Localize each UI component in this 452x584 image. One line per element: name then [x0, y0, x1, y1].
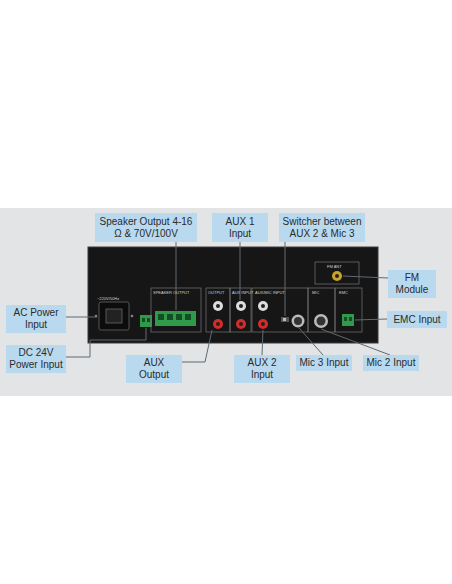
panel-label: AUX/MIC INPUT	[255, 290, 285, 295]
callout-box: DC 24V Power Input	[6, 345, 66, 373]
callout-text: Switcher between AUX 2 & Mic 3	[282, 216, 362, 240]
callout-text: AUX Output	[129, 357, 179, 381]
callout-box: Switcher between AUX 2 & Mic 3	[279, 213, 365, 242]
callout-box: FM Module	[388, 270, 436, 298]
callout-box: Mic 2 Input	[363, 355, 419, 371]
callout-text: AC Power Input	[9, 307, 63, 331]
callout-text: AUX 2 Input	[237, 357, 287, 381]
callout-box: AUX 1 Input	[212, 213, 268, 242]
callout-text: Mic 3 Input	[300, 357, 349, 369]
callout-text: Speaker Output 4-16 Ω & 70V/100V	[98, 216, 194, 240]
panel-label: OUTPUT	[208, 290, 224, 295]
callout-box: EMC Input	[387, 311, 447, 328]
callout-box: Speaker Output 4-16 Ω & 70V/100V	[95, 213, 197, 242]
panel-label: ~220V/50Hz	[97, 296, 119, 301]
callout-text: EMC Input	[393, 314, 440, 326]
panel-label: FM ANT	[327, 264, 342, 269]
callout-box: AUX Output	[126, 355, 182, 383]
panel-label: AUX INPUT	[232, 290, 253, 295]
panel-label: MIC	[312, 290, 319, 295]
callout-box: Mic 3 Input	[296, 355, 352, 371]
callout-text: AUX 1 Input	[215, 216, 265, 240]
callout-box: AC Power Input	[6, 305, 66, 333]
callout-box: AUX 2 Input	[234, 355, 290, 383]
callout-text: Mic 2 Input	[367, 357, 416, 369]
callout-text: DC 24V Power Input	[9, 347, 63, 371]
callout-text: FM Module	[391, 272, 433, 296]
panel-label: EMC	[339, 290, 348, 295]
panel-label: SPEAKER OUTPUT	[153, 290, 189, 295]
